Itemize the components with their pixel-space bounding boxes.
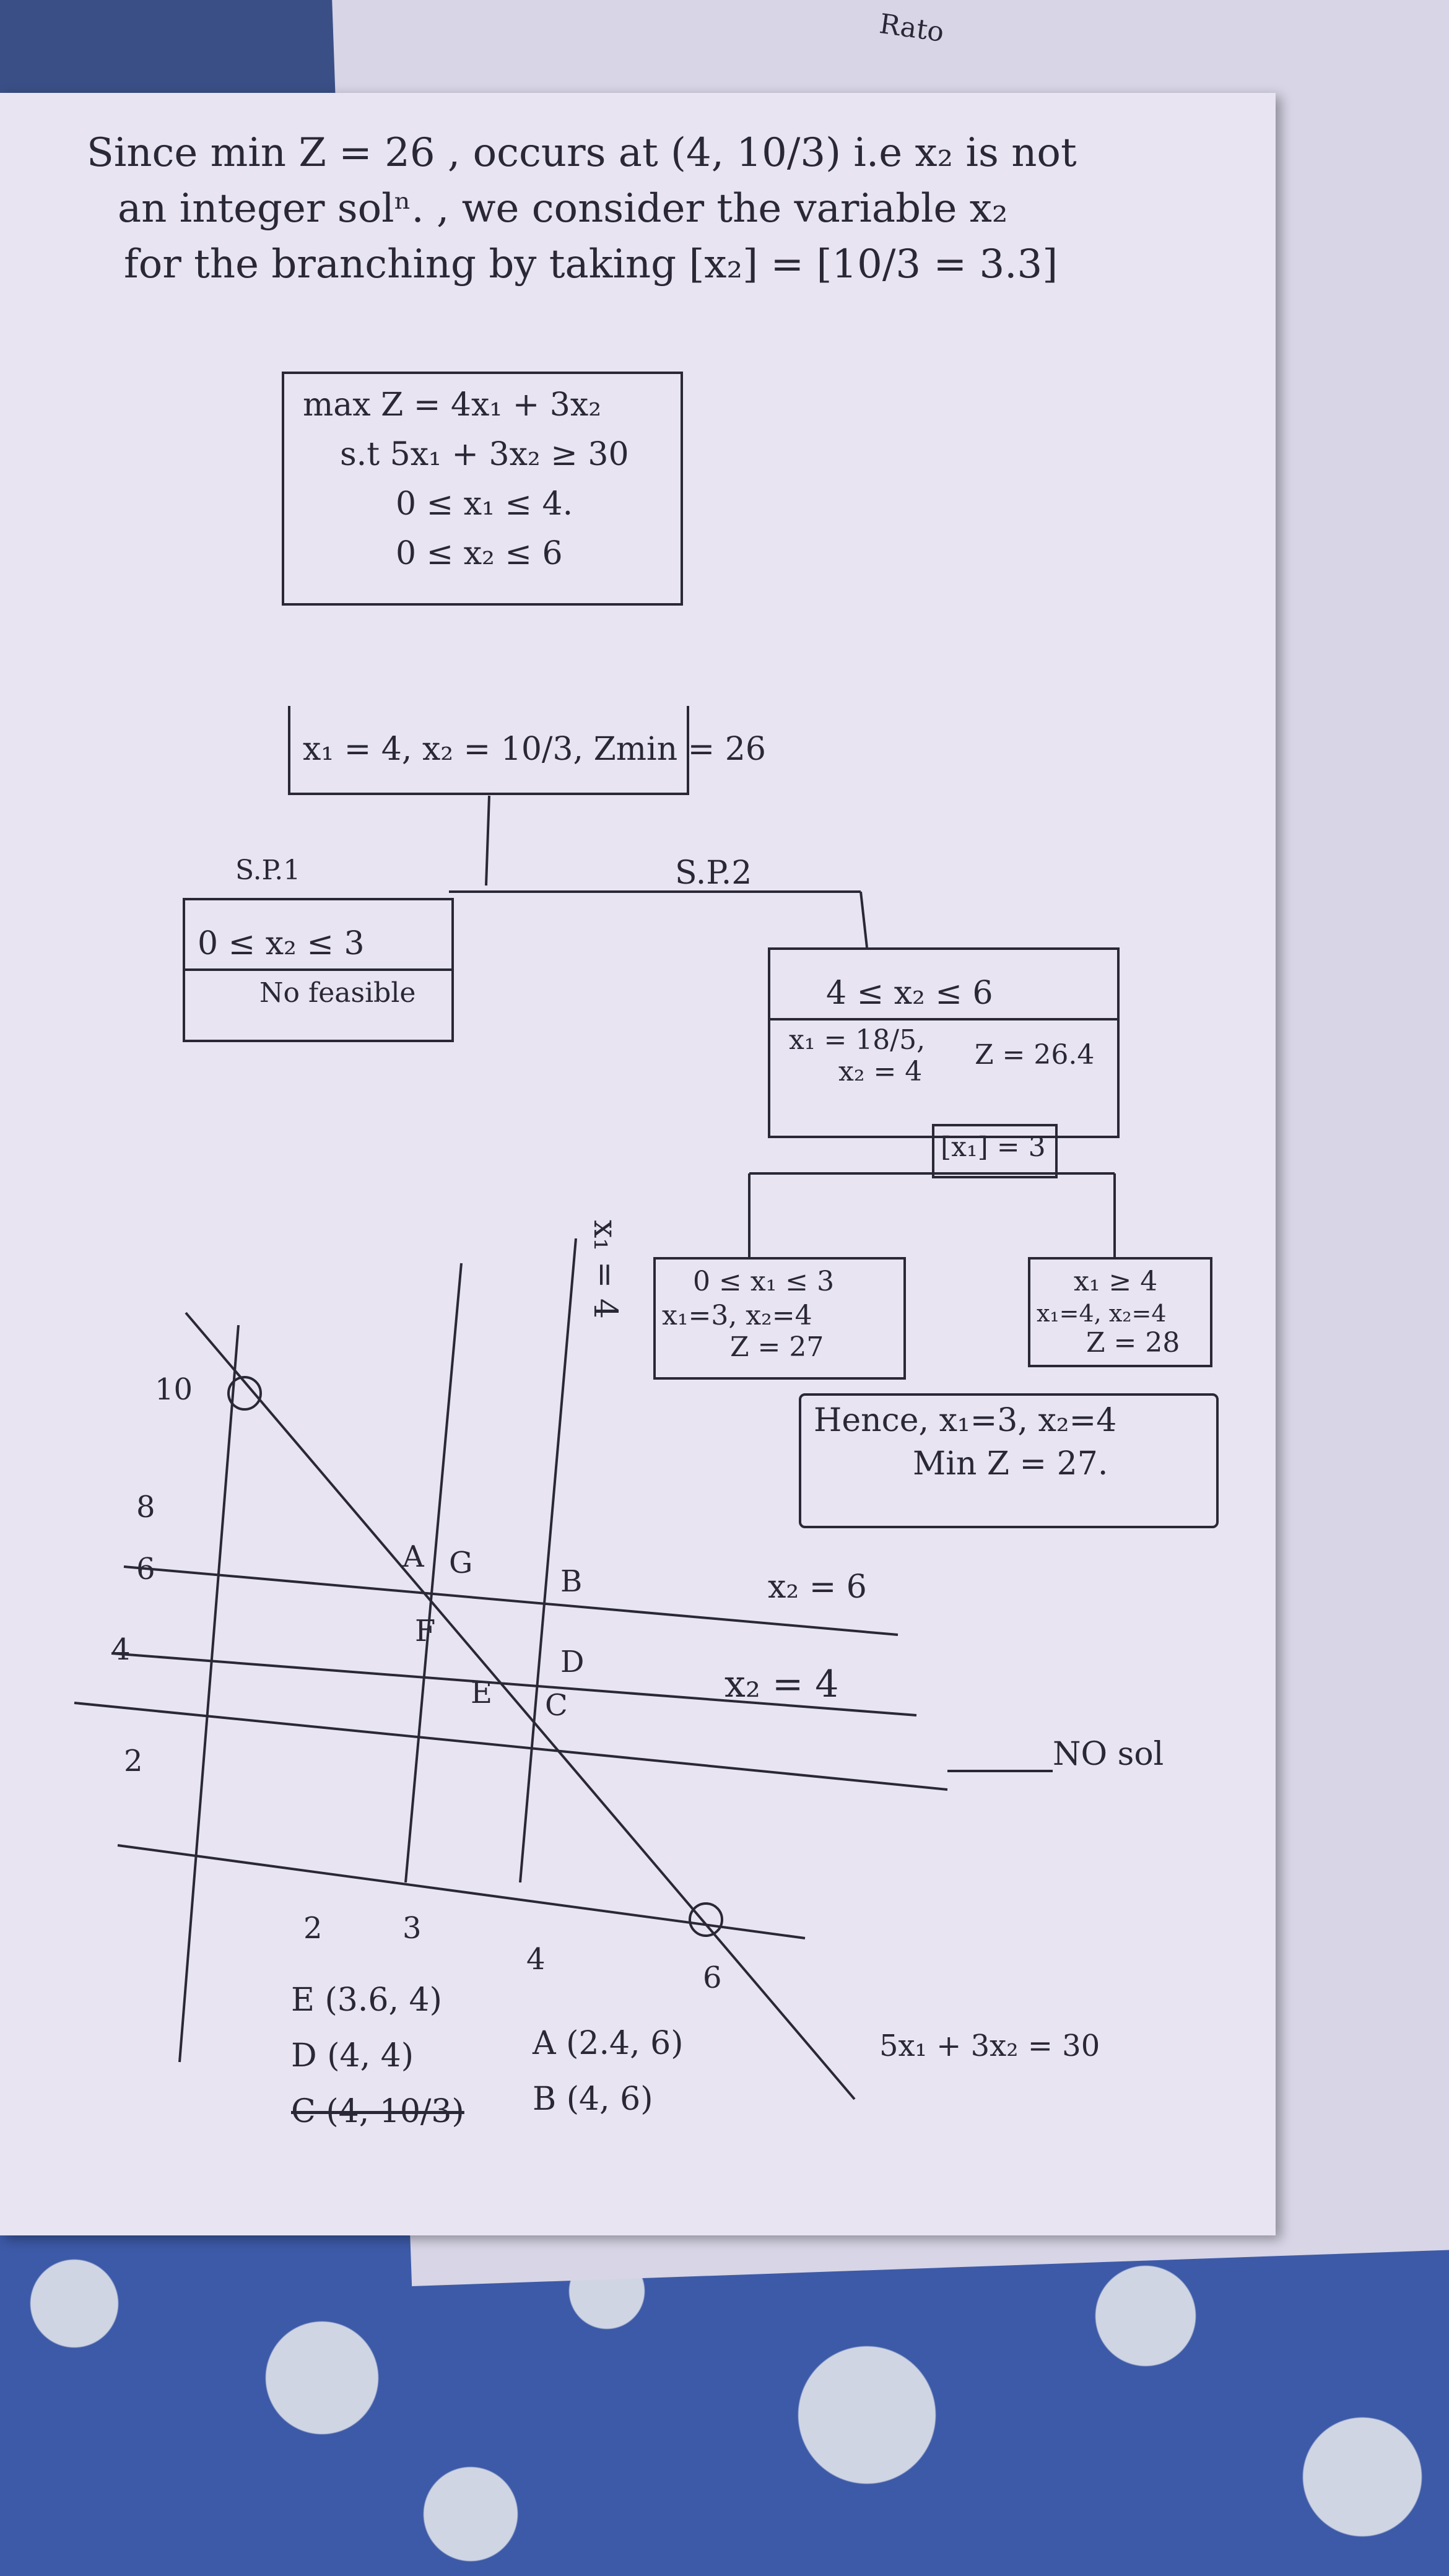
point-g: G xyxy=(449,1546,472,1580)
line-below-x2-4 xyxy=(74,1702,948,1791)
root-objective: max Z = 4x₁ + 3x₂ xyxy=(303,386,602,424)
point-f: F xyxy=(415,1614,435,1648)
root-solution-box: x₁ = 4, x₂ = 10/3, Zmin = 26 xyxy=(288,706,766,795)
point-c: C xyxy=(545,1688,568,1723)
y-axis xyxy=(178,1325,240,2063)
root-bound-x1: 0 ≤ x₁ ≤ 4. xyxy=(396,485,573,523)
sp1-label: S.P.1 xyxy=(235,855,301,886)
line-x2-equals-6 xyxy=(123,1565,899,1636)
intercept-circle-6 xyxy=(689,1902,723,1937)
branch-and-bound-graph: 10 8 6 4 2 2 3 4 6 A G B F D E C x₂ = 6 … xyxy=(74,795,1164,2100)
root-constraint: s.t 5x₁ + 3x₂ ≥ 30 xyxy=(340,436,629,473)
point-b: B xyxy=(560,1564,582,1599)
point-c-coord-struck: C (4, 10/3) xyxy=(291,2093,464,2130)
branch-x1-label: [x₁] = 3 xyxy=(941,1131,1046,1163)
x-tick-2: 2 xyxy=(303,1911,323,1946)
intercept-circle-10 xyxy=(227,1376,262,1411)
conclusion-box: Hence, x₁=3, x₂=4 Min Z = 27. xyxy=(799,1393,1219,1528)
point-e: E xyxy=(471,1676,492,1710)
intro-line-2: an integer solⁿ. , we consider the varia… xyxy=(118,186,1008,232)
root-connector-line xyxy=(485,795,490,886)
point-b-coord: B (4, 6) xyxy=(533,2081,653,2118)
sp2-x1: x₁ = 18/5, xyxy=(789,1024,926,1056)
label-x2-equals-4: x₂ = 4 xyxy=(724,1663,838,1706)
point-d: D xyxy=(560,1645,584,1679)
conclusion-line-1: Hence, x₁=3, x₂=4 xyxy=(814,1402,1117,1439)
intro-line-3: for the branching by taking [x₂] = [10/3… xyxy=(124,242,1058,287)
constraint-line xyxy=(185,1312,856,2100)
line-x1-equals-3 xyxy=(404,1263,463,1883)
y-tick-4: 4 xyxy=(111,1632,131,1667)
y-tick-8: 8 xyxy=(136,1490,155,1525)
label-no-sol: NO sol xyxy=(1053,1736,1164,1773)
conclusion-line-2: Min Z = 27. xyxy=(913,1445,1108,1482)
sp2-constraint: 4 ≤ x₂ ≤ 6 xyxy=(826,975,993,1012)
line-x1-equals-4 xyxy=(519,1238,577,1883)
point-a: A xyxy=(402,1539,425,1574)
sp1-result: No feasible xyxy=(259,977,416,1009)
sp3-box: 0 ≤ x₁ ≤ 3 x₁=3, x₂=4 Z = 27 xyxy=(653,1257,906,1380)
branch-x1-box: [x₁] = 3 xyxy=(932,1124,1058,1178)
root-node-box: max Z = 4x₁ + 3x₂ s.t 5x₁ + 3x₂ ≥ 30 0 ≤… xyxy=(282,372,683,606)
sp2-z: Z = 26.4 xyxy=(975,1039,1095,1071)
x-axis xyxy=(117,1844,806,1939)
fabric-background xyxy=(0,2217,1449,2576)
label-x1-equals-4: x₁ = 4 xyxy=(586,1220,624,1319)
x-tick-6: 6 xyxy=(703,1960,722,1995)
x-tick-3: 3 xyxy=(402,1911,422,1946)
point-e-coord: E (3.6, 4) xyxy=(291,1982,442,2019)
y-tick-2: 2 xyxy=(124,1744,143,1778)
sp2-connector-line xyxy=(859,891,868,948)
x-tick-4: 4 xyxy=(526,1942,546,1977)
sp3-z: Z = 27 xyxy=(730,1331,824,1363)
sp4-z: Z = 28 xyxy=(1086,1327,1180,1359)
sp4-solution: x₁=4, x₂=4 xyxy=(1037,1300,1167,1327)
label-constraint: 5x₁ + 3x₂ = 30 xyxy=(879,2029,1100,2063)
y-tick-10: 10 xyxy=(155,1372,193,1407)
point-d-coord: D (4, 4) xyxy=(291,2037,414,2074)
notebook-page: Rato Since min Z = 26 , occurs at (4, 10… xyxy=(0,8,1276,2235)
sp1-constraint: 0 ≤ x₂ ≤ 3 xyxy=(198,925,365,962)
point-a-coord: A (2.4, 6) xyxy=(533,2025,684,2062)
intro-line-1: Since min Z = 26 , occurs at (4, 10/3) i… xyxy=(87,130,1077,176)
sp1-box: 0 ≤ x₂ ≤ 3 No feasible xyxy=(183,898,454,1042)
sp4-box: x₁ ≥ 4 x₁=4, x₂=4 Z = 28 xyxy=(1028,1257,1212,1367)
sp4-constraint: x₁ ≥ 4 xyxy=(1074,1266,1158,1297)
sp2-label: S.P.2 xyxy=(675,855,752,892)
sp3-constraint: 0 ≤ x₁ ≤ 3 xyxy=(693,1266,835,1297)
sp2-box: 4 ≤ x₂ ≤ 6 x₁ = 18/5, x₂ = 4 Z = 26.4 xyxy=(768,947,1120,1138)
line-x2-equals-4 xyxy=(111,1652,917,1717)
root-bound-x2: 0 ≤ x₂ ≤ 6 xyxy=(396,535,563,572)
sp2-x2: x₂ = 4 xyxy=(838,1056,923,1087)
label-x2-equals-6: x₂ = 6 xyxy=(768,1569,867,1606)
sp3-solution: x₁=3, x₂=4 xyxy=(662,1300,812,1331)
y-tick-6: 6 xyxy=(136,1552,155,1586)
